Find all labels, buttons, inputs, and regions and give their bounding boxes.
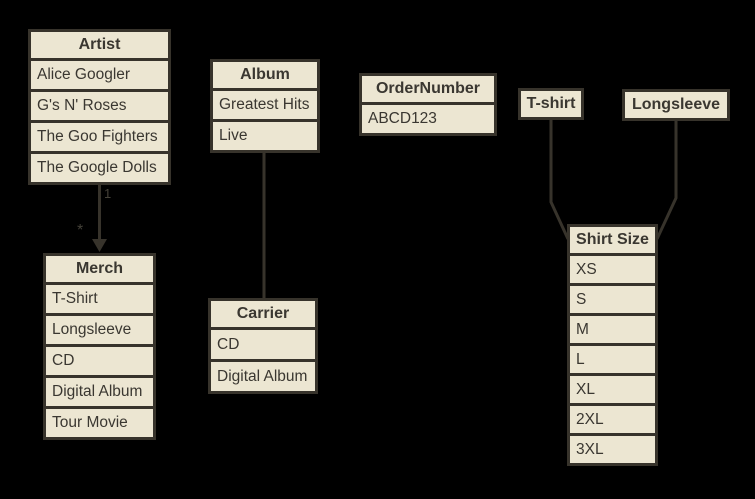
album-title: Album bbox=[240, 66, 290, 83]
merch-row: Tour Movie bbox=[46, 406, 153, 437]
arrowhead-icon bbox=[92, 239, 107, 252]
album-row: Greatest Hits bbox=[213, 88, 317, 119]
order-number-box: OrderNumber ABCD123 bbox=[359, 73, 497, 136]
album-box: Album Greatest Hits Live bbox=[210, 59, 320, 153]
merch-row: Longsleeve bbox=[46, 313, 153, 344]
artist-title: Artist bbox=[78, 36, 121, 53]
artist-row: The Google Dolls bbox=[31, 151, 168, 182]
longsleeve-box: Longsleeve bbox=[622, 89, 730, 121]
order-number-row: ABCD123 bbox=[362, 102, 494, 133]
artist-row: The Goo Fighters bbox=[31, 120, 168, 151]
artist-box: Artist Alice Googler G's N' Roses The Go… bbox=[28, 29, 171, 185]
merch-box: Merch T-Shirt Longsleeve CD Digital Albu… bbox=[43, 253, 156, 440]
carrier-box: Carrier CD Digital Album bbox=[208, 298, 318, 394]
tshirt-shirtsize-connector bbox=[549, 120, 570, 240]
tshirt-title: T-shirt bbox=[526, 95, 576, 112]
shirt-size-row: XL bbox=[570, 373, 655, 403]
shirt-size-row: L bbox=[570, 343, 655, 373]
artist-row: G's N' Roses bbox=[31, 89, 168, 120]
longsleeve-title: Longsleeve bbox=[631, 96, 721, 113]
merch-row: CD bbox=[46, 344, 153, 375]
shirt-size-box: Shirt Size XS S M L XL 2XL 3XL bbox=[567, 224, 658, 466]
shirt-size-title: Shirt Size bbox=[576, 231, 649, 248]
shirt-size-row: M bbox=[570, 313, 655, 343]
tshirt-box: T-shirt bbox=[518, 88, 584, 120]
merch-row: T-Shirt bbox=[46, 282, 153, 313]
artist-row: Alice Googler bbox=[31, 58, 168, 89]
carrier-title: Carrier bbox=[236, 305, 290, 322]
multiplicity-one-label: 1 bbox=[104, 186, 112, 201]
merch-row: Digital Album bbox=[46, 375, 153, 406]
longsleeve-shirtsize-connector bbox=[655, 121, 678, 240]
shirt-size-row: 3XL bbox=[570, 433, 655, 463]
shirt-size-row: XS bbox=[570, 253, 655, 283]
shirt-size-row: S bbox=[570, 283, 655, 313]
merch-title: Merch bbox=[75, 260, 124, 277]
shirt-size-row: 2XL bbox=[570, 403, 655, 433]
multiplicity-star-label: * bbox=[77, 222, 84, 239]
carrier-row: CD bbox=[211, 327, 315, 359]
carrier-row: Digital Album bbox=[211, 359, 315, 391]
order-number-title: OrderNumber bbox=[375, 80, 481, 97]
album-row: Live bbox=[213, 119, 317, 150]
